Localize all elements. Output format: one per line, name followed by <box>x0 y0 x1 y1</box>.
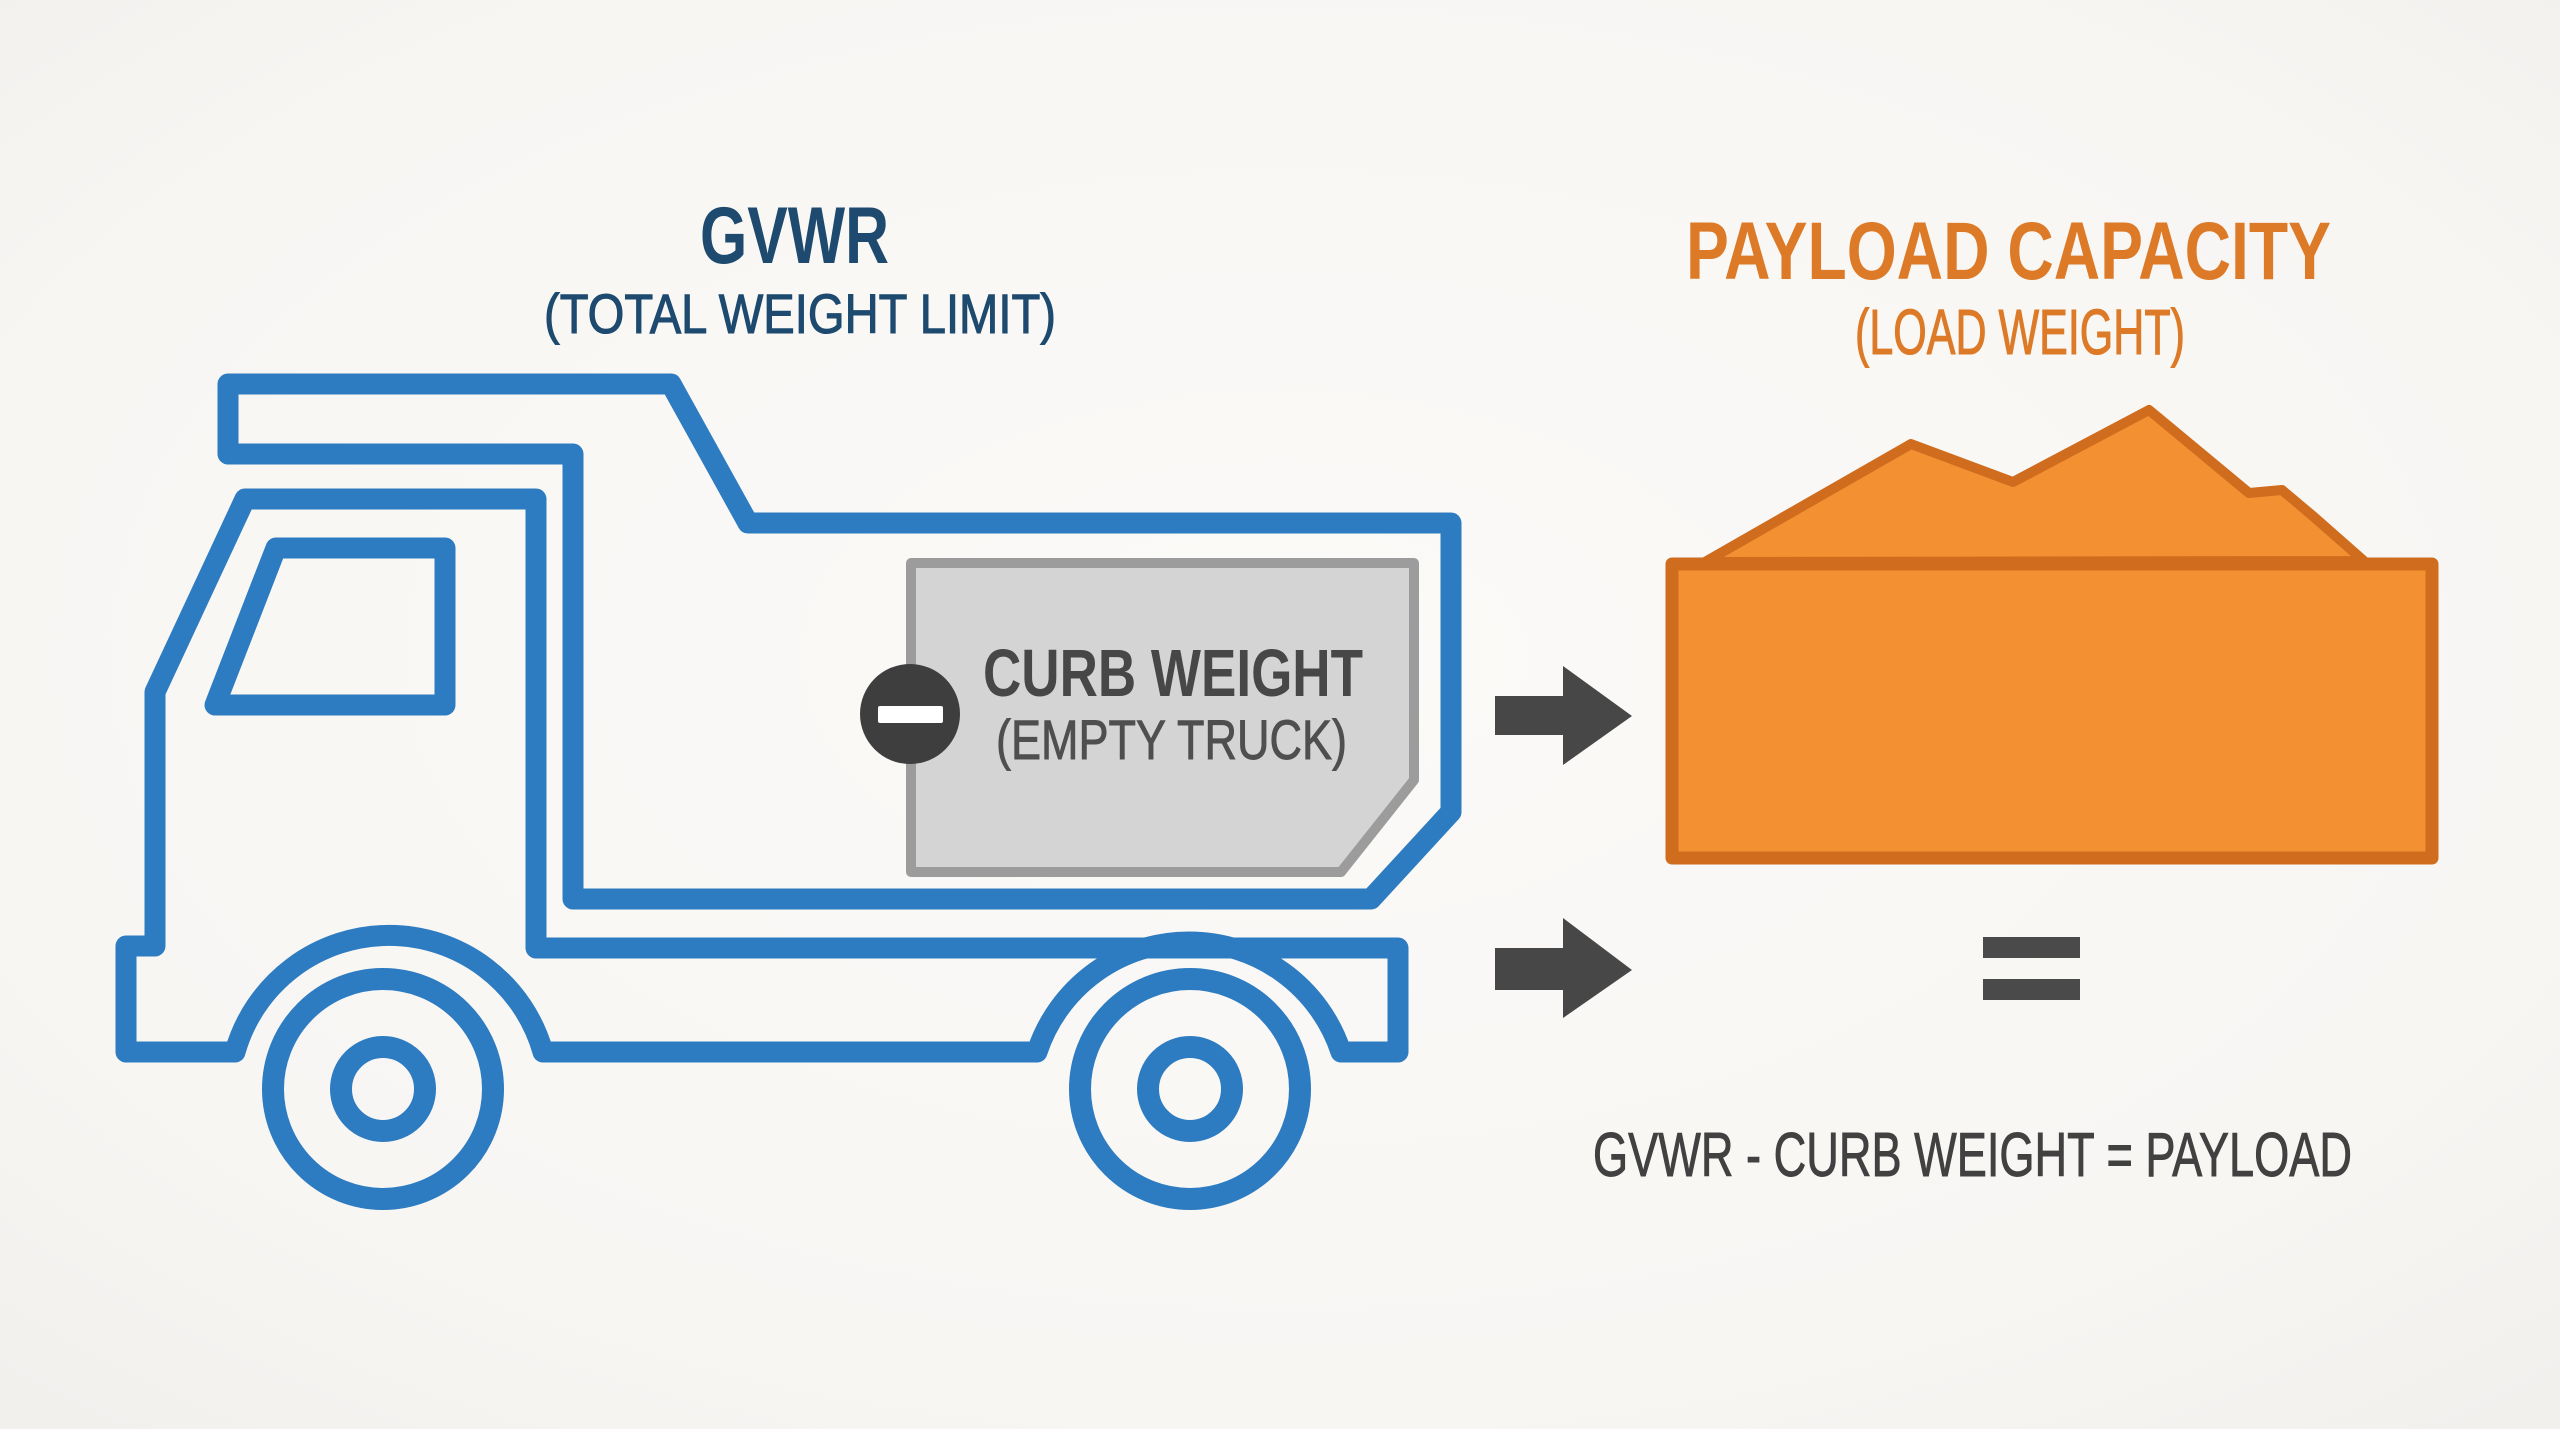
svg-text:(TOTAL WEIGHT LIMIT): (TOTAL WEIGHT LIMIT) <box>544 282 1056 345</box>
svg-text:GVWR: GVWR <box>700 191 889 281</box>
svg-text:PAYLOAD CAPACITY: PAYLOAD CAPACITY <box>1686 206 2331 297</box>
svg-text:(EMPTY TRUCK): (EMPTY TRUCK) <box>996 708 1347 771</box>
svg-text:(LOAD WEIGHT): (LOAD WEIGHT) <box>1855 296 2185 368</box>
svg-text:CURB WEIGHT: CURB WEIGHT <box>983 636 1363 711</box>
svg-text:GVWR - CURB WEIGHT = PAYLOAD: GVWR - CURB WEIGHT = PAYLOAD <box>1593 1121 2352 1190</box>
